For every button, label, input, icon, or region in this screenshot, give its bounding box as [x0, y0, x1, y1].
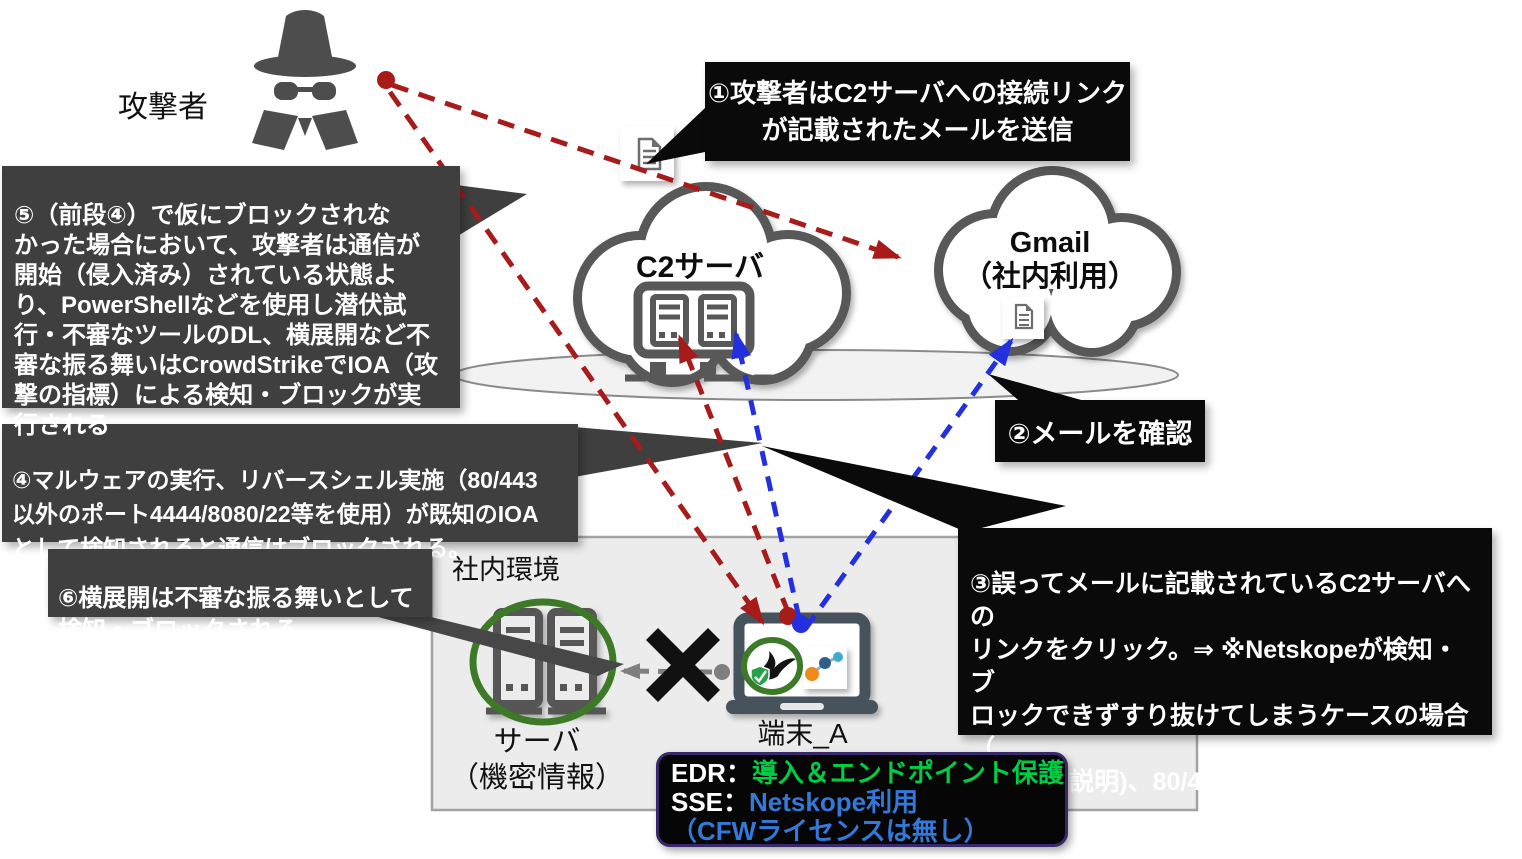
gmail-mail-document-icon [1002, 297, 1044, 339]
callout-step2-text: ②メールを確認 [1007, 418, 1193, 449]
callout-step6-tail [352, 610, 624, 676]
internal-env-label: 社内環境 [452, 555, 560, 585]
attacker-line-dot [377, 71, 395, 89]
edr-status-row: EDR：導入＆エンドポイント保護 [671, 758, 1064, 788]
laptop-green-ring-icon [741, 637, 803, 695]
blocked-x-icon [645, 627, 721, 703]
sse-label: SSE： [671, 787, 750, 817]
c2-communication-line [677, 334, 791, 613]
attacker-spy-icon [252, 10, 358, 150]
terminal-red-dot [779, 607, 797, 625]
sse-note: （CFWライセンスは無し） [671, 816, 990, 846]
callout-step6: ⑥横展開は不審な振る舞いとして 検知・ブロックされる [48, 549, 432, 644]
security-status-box: EDR：導入＆エンドポイント保護 SSE：Netskope利用 （CFWライセン… [656, 752, 1068, 847]
callout-step3-tail [762, 446, 1066, 532]
edr-value: 導入＆エンドポイント保護 [751, 758, 1064, 788]
sse-status-row: SSE：Netskope利用 [671, 788, 1053, 817]
sse-value: Netskope利用 [749, 787, 919, 817]
network-segment-icon [625, 362, 772, 382]
attacker-label: 攻撃者 [118, 91, 208, 124]
terminal-blue-dot [792, 615, 810, 633]
callout-step5-tail [456, 185, 527, 237]
server-label: サーバ （機密情報） [449, 726, 624, 794]
callout-step1: ①攻撃者はC2サーバへの接続リンク が記載されたメールを送信 [705, 62, 1130, 161]
user-click-line-to-c2 [731, 330, 802, 619]
netskope-icon [803, 647, 847, 689]
c2-server-rack-icon [633, 281, 755, 359]
c2-cloud-label: C2サーバ [635, 251, 765, 284]
callout-step4-tail [574, 427, 763, 477]
callout-step5: ⑤（前段④）で仮にブロックされな かった場合において、攻撃者は通信が 開始（侵入… [2, 166, 460, 439]
callout-step5-text: ⑤（前段④）で仮にブロックされな かった場合において、攻撃者は通信が 開始（侵入… [14, 202, 439, 439]
terminal-label: 端末_A [757, 718, 848, 749]
internet-ellipse [453, 349, 1179, 401]
callout-step3: ③誤ってメールに記載されているC2サーバへの リンクをクリック。⇒ ※Netsk… [958, 528, 1492, 859]
gmail-cloud-icon [934, 166, 1181, 357]
edr-label: EDR： [671, 758, 752, 788]
callout-step1-text: ①攻撃者はC2サーバへの接続リンク が記載されたメールを送信 [708, 77, 1127, 145]
lateral-line-dot [714, 664, 730, 680]
attack-line-mail-to-gmail [391, 82, 902, 260]
callout-step6-text: ⑥横展開は不審な振る舞いとして 検知・ブロックされる [58, 585, 414, 644]
callout-step4-text: ④マルウェアの実行、リバースシェル実施（80/443 以外のポート4444/80… [12, 467, 539, 561]
attack-line-to-terminal [387, 90, 765, 626]
sse-note-row: （CFWライセンスは無し） [671, 817, 1053, 846]
gmail-cloud-label: Gmail （社内利用） [962, 227, 1137, 293]
callout-step1-tail [646, 108, 705, 164]
user-mail-check-line [803, 337, 1014, 630]
callout-step2: ②メールを確認 [995, 400, 1205, 462]
callout-step4: ④マルウェアの実行、リバースシェル実施（80/443 以外のポート4444/80… [2, 424, 578, 561]
